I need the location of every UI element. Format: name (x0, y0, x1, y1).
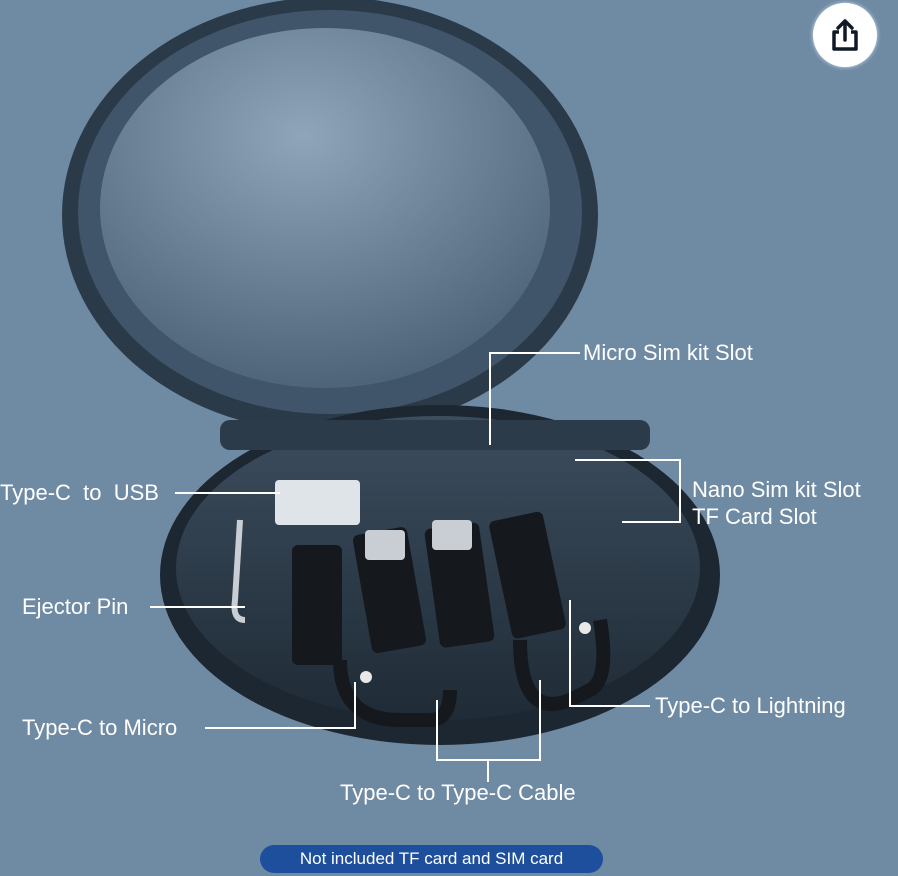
label-micro-sim-slot: Micro Sim kit Slot (583, 340, 753, 365)
case-lid (62, 0, 598, 433)
label-tf-card-slot: TF Card Slot (692, 504, 817, 529)
leader-lines (150, 352, 681, 782)
label-type-c-lightning: Type-C to Lightning (655, 693, 846, 718)
share-button[interactable] (813, 3, 877, 67)
label-nano-sim-slot: Nano Sim kit Slot (692, 477, 861, 502)
label-type-c-usb: Type-C to USB (0, 480, 159, 505)
label-ejector-pin: Ejector Pin (22, 594, 129, 619)
label-type-c-micro: Type-C to Micro (22, 715, 178, 740)
notice-badge: Not included TF card and SIM card (260, 845, 603, 873)
label-type-c-cable: Type-C to Type-C Cable (340, 780, 576, 805)
adapters (231, 480, 611, 727)
share-icon (832, 19, 858, 51)
